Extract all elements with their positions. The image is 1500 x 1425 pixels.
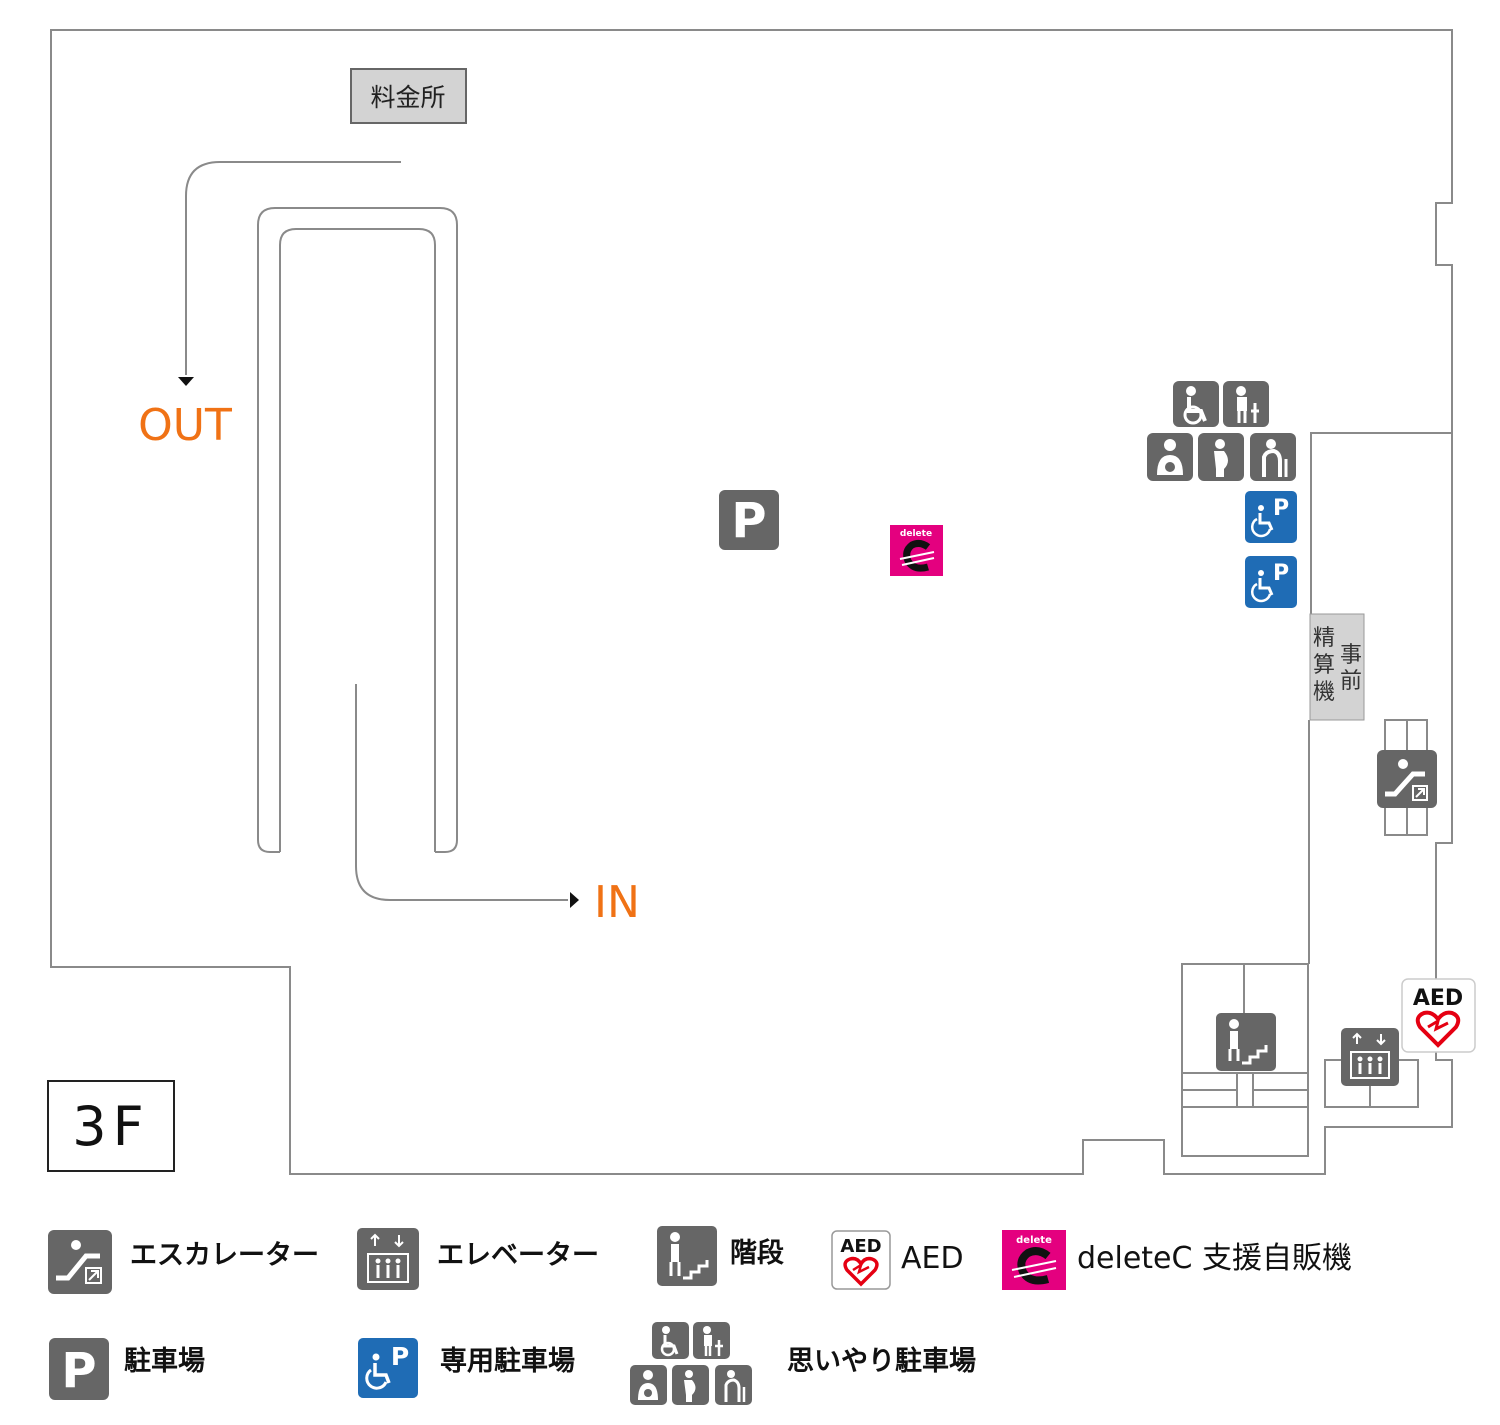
legend-deletec-icon: delete — [1002, 1230, 1066, 1290]
parking-icon: P — [719, 490, 779, 550]
prepay-char-2: 前 — [1340, 669, 1362, 694]
out-route — [178, 161, 401, 386]
stairs-room — [1181, 963, 1309, 1157]
accessible-parking-icon-2: P — [1245, 556, 1297, 608]
wheelchair-user-icon — [1173, 381, 1219, 427]
toll-booth-label: 料金所 — [370, 83, 445, 112]
prepay-machine: 事 前 精 算 機 — [1309, 613, 1365, 721]
legend-escalator-icon — [48, 1230, 112, 1294]
legend-aed-label: AED — [901, 1241, 964, 1276]
svg-text:AED: AED — [1413, 986, 1463, 1011]
courtesy-parking-icons — [1147, 381, 1296, 481]
building-outline — [50, 29, 1453, 1175]
prepay-char-1: 事 — [1340, 643, 1362, 668]
legend-elevator-icon — [357, 1228, 419, 1290]
legend-parking-label: 駐車場 — [124, 1346, 205, 1377]
legend-stairs-label: 階段 — [730, 1238, 784, 1269]
legend-row-1: エスカレーター エレベーター 階段 AED AED delete deleteC… — [0, 1220, 1500, 1300]
legend-row-2: P 駐車場 P 専用駐車場 — [0, 1320, 1500, 1405]
legend-deletec-label: deleteC 支援自販機 — [1077, 1241, 1352, 1276]
prepay-char-3: 精 — [1313, 626, 1335, 651]
prepay-char-5: 機 — [1313, 680, 1335, 705]
stairs-icon — [1216, 1013, 1276, 1071]
toll-booth: 料金所 — [350, 68, 467, 124]
svg-text:P: P — [1273, 561, 1289, 586]
in-route — [355, 684, 579, 908]
accessible-parking-icon-1: P — [1245, 491, 1297, 543]
legend-accessible-parking-label: 専用駐車場 — [440, 1346, 575, 1377]
elevator-icon — [1341, 1028, 1399, 1086]
legend-stairs-icon — [657, 1226, 717, 1286]
legend-aed-icon: AED — [831, 1230, 891, 1290]
in-label: IN — [594, 877, 640, 928]
legend-courtesy-parking-icons — [630, 1322, 752, 1405]
aed-icon: AED — [1401, 978, 1476, 1053]
svg-text:P: P — [61, 1343, 96, 1399]
elderly-person-icon — [1250, 433, 1296, 481]
legend-parking-icon: P — [49, 1338, 109, 1400]
svg-text:delete: delete — [1016, 1235, 1052, 1246]
legend-accessible-parking-icon: P — [358, 1338, 418, 1398]
legend-elevator-label: エレベーター — [437, 1240, 599, 1271]
svg-text:P: P — [1273, 496, 1289, 521]
injured-person-icon — [1223, 381, 1269, 427]
svg-text:delete: delete — [900, 529, 932, 539]
out-label: OUT — [138, 400, 232, 451]
ramp — [257, 207, 458, 853]
elevator-room — [1324, 1059, 1419, 1108]
pregnant-person-icon — [1198, 433, 1244, 481]
escalator-icon — [1377, 750, 1437, 808]
inner-wall-right — [1308, 432, 1452, 1060]
svg-text:P: P — [391, 1342, 409, 1371]
svg-text:P: P — [731, 493, 766, 549]
legend-courtesy-parking-label: 思いやり駐車場 — [787, 1346, 976, 1377]
svg-text:AED: AED — [840, 1236, 881, 1257]
legend-escalator-label: エスカレーター — [130, 1240, 319, 1271]
deletec-icon: delete — [890, 525, 943, 576]
prepay-char-4: 算 — [1313, 653, 1335, 678]
floor-label: 3F — [47, 1080, 175, 1172]
parent-with-baby-icon — [1147, 433, 1193, 481]
